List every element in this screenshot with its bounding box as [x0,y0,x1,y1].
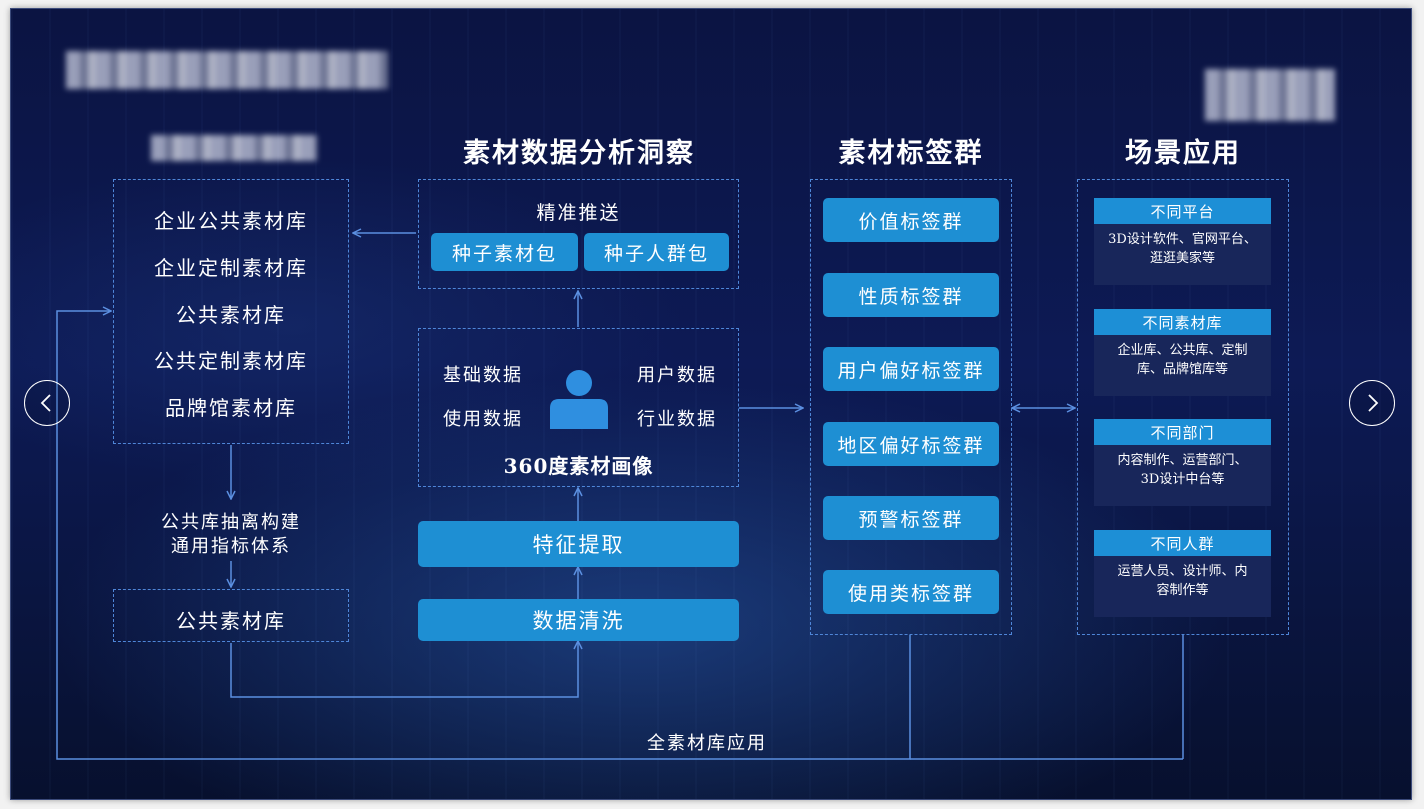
industry-data-label: 行业数据 [637,409,717,430]
material-library-box [113,179,349,444]
chevron-right-icon [1368,394,1379,412]
scenes-column-title: 场景应用 [1125,138,1241,169]
scene-platform-title: 不同平台 [1094,198,1271,224]
material-portrait-box [418,328,739,487]
library-item-public-custom: 公共定制素材库 [154,349,308,373]
scene-platform-desc-line2: 逛逛美家等 [1149,251,1215,266]
scene-crowd-desc-line2: 容制作等 [1156,583,1209,598]
scene-crowd-desc: 运营人员、设计师、内 容制作等 [1094,556,1271,617]
tag-warning[interactable]: 预警标签群 [823,496,999,540]
all-library-application-label: 全素材库应用 [647,733,767,754]
seed-material-pack[interactable]: 种子素材包 [431,233,578,271]
blurred-logo-title [66,51,388,89]
scene-application-box [1077,179,1289,635]
tags-column-title: 素材标签群 [838,138,984,169]
library-item-enterprise-public: 企业公共素材库 [154,209,308,233]
scene-library-title: 不同素材库 [1094,309,1271,335]
blurred-library-title [151,135,317,161]
next-slide-button[interactable] [1349,380,1395,426]
tag-region-preference[interactable]: 地区偏好标签群 [823,422,999,466]
scene-platform-desc: 3D设计软件、官网平台、 逛逛美家等 [1094,224,1271,285]
precise-push-label: 精准推送 [536,202,621,224]
scene-library-desc-line1: 企业库、公共库、定制 [1117,343,1248,358]
tag-nature[interactable]: 性质标签群 [823,273,999,317]
library-item-brand: 品牌馆素材库 [165,396,297,420]
scene-department-desc-line1: 内容制作、运营部门、 [1117,453,1248,468]
connector-lines [56,9,1184,760]
diagram-slide: 素材数据分析洞察 素材标签群 场景应用 [10,8,1412,800]
usage-data-label: 使用数据 [443,409,523,430]
tag-group-box [810,179,1012,635]
analysis-column-title: 素材数据分析洞察 [463,138,695,169]
feature-extract-step[interactable]: 特征提取 [418,521,739,567]
blurred-corner-logo [1205,69,1335,121]
prev-slide-button[interactable] [24,380,70,426]
scene-crowd-title: 不同人群 [1094,530,1271,556]
scene-crowd-desc-line1: 运营人员、设计师、内 [1117,564,1248,579]
chevron-left-icon [40,394,51,412]
public-library-box [113,589,349,642]
scene-department-title: 不同部门 [1094,419,1271,445]
basic-data-label: 基础数据 [443,365,523,386]
seed-crowd-pack[interactable]: 种子人群包 [584,233,729,271]
scene-platform-desc-line1: 3D设计软件、官网平台、 [1108,232,1257,247]
tag-value[interactable]: 价值标签群 [823,198,999,242]
user-avatar-icon [548,368,610,430]
scene-department-desc: 内容制作、运营部门、 3D设计中台等 [1094,445,1271,506]
public-library-label: 公共素材库 [176,609,286,633]
scene-library-desc-line2: 库、品牌馆库等 [1136,362,1228,377]
build-note-line2: 通用指标体系 [171,536,291,557]
tag-user-preference[interactable]: 用户偏好标签群 [823,347,999,391]
tag-usage[interactable]: 使用类标签群 [823,570,999,614]
library-item-public: 公共素材库 [176,303,286,327]
build-note-line1: 公共库抽离构建 [161,512,301,533]
scene-library-desc: 企业库、公共库、定制 库、品牌馆库等 [1094,335,1271,396]
library-item-enterprise-custom: 企业定制素材库 [154,256,308,280]
precise-push-box [418,179,739,289]
user-data-label: 用户数据 [637,365,717,386]
data-clean-step[interactable]: 数据清洗 [418,599,739,641]
scene-department-desc-line2: 3D设计中台等 [1140,472,1225,487]
portrait-label: 360度素材画像 [503,454,654,478]
